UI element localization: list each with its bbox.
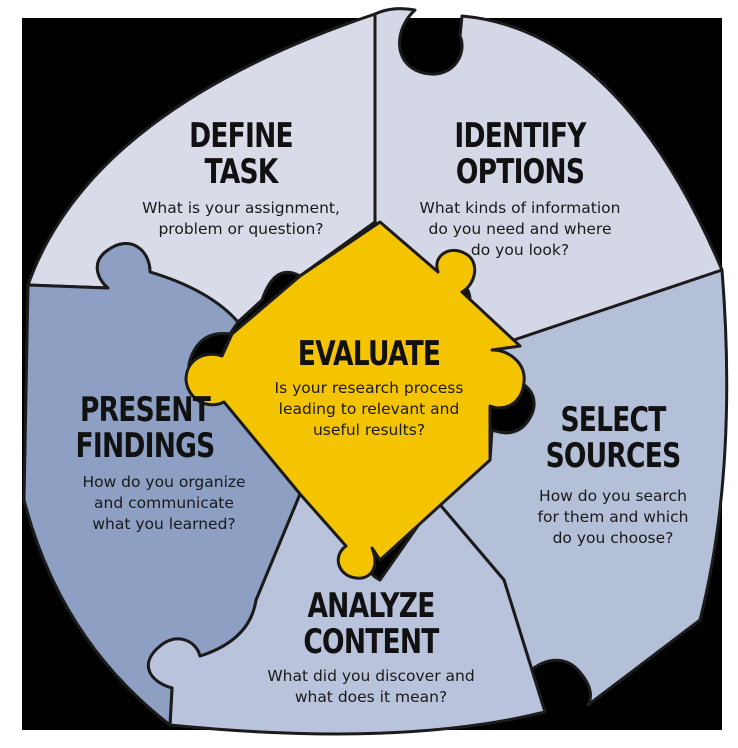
analyze-content-title: ANALYZE CONTENT xyxy=(258,588,484,660)
analyze-content-description-line: What did you discover and xyxy=(267,667,475,685)
identify-options-label: IDENTIFY OPTIONS What kinds of informati… xyxy=(380,118,660,261)
identify-options-description: What kinds of information do you need an… xyxy=(380,198,660,261)
analyze-content-label: ANALYZE CONTENT What did you discover an… xyxy=(226,588,516,708)
select-sources-title-line: SELECT xyxy=(560,400,666,440)
evaluate-description-line: useful results? xyxy=(312,421,426,439)
select-sources-title-line: SOURCES xyxy=(545,436,682,476)
evaluate-label: EVALUATE Is your research process leadin… xyxy=(244,336,494,441)
present-findings-label: PRESENT FINDINGS How do you organize and… xyxy=(30,392,260,535)
define-task-title: DEFINE TASK xyxy=(128,118,354,190)
present-findings-title: PRESENT FINDINGS xyxy=(55,392,234,464)
select-sources-description-line: do you choose? xyxy=(552,529,674,547)
define-task-title-line: DEFINE xyxy=(189,116,294,156)
select-sources-description-line: How do you search xyxy=(539,487,687,505)
select-sources-label: SELECT SOURCES How do you search for the… xyxy=(500,402,726,549)
evaluate-description-line: leading to relevant and xyxy=(278,400,460,418)
identify-options-title: IDENTIFY OPTIONS xyxy=(411,118,629,190)
analyze-content-description: What did you discover and what does it m… xyxy=(226,666,516,708)
identify-options-title-line: IDENTIFY xyxy=(454,116,586,156)
identify-options-description-line: do you need and where xyxy=(428,220,612,238)
analyze-content-description-line: what does it mean? xyxy=(294,688,448,706)
present-findings-title-line: PRESENT xyxy=(79,390,211,430)
evaluate-title-line: EVALUATE xyxy=(297,334,441,374)
present-findings-description-line: and communicate xyxy=(94,494,234,512)
evaluate-piece xyxy=(184,220,526,580)
identify-options-title-line: OPTIONS xyxy=(455,152,585,192)
evaluate-description-line: Is your research process xyxy=(274,379,464,397)
present-findings-description-line: what you learned? xyxy=(92,515,236,533)
define-task-label: DEFINE TASK What is your assignment, pro… xyxy=(96,118,386,240)
evaluate-description: Is your research process leading to rele… xyxy=(244,378,494,441)
analyze-content-title-line: ANALYZE xyxy=(307,586,435,626)
select-sources-description: How do you search for them and which do … xyxy=(500,486,726,549)
select-sources-description-line: for them and which xyxy=(537,508,689,526)
define-task-description-line: What is your assignment, xyxy=(142,199,340,217)
define-task-description-line: problem or question? xyxy=(158,220,324,238)
analyze-content-title-line: CONTENT xyxy=(303,622,439,662)
evaluate-title: EVALUATE xyxy=(272,336,467,372)
present-findings-title-line: FINDINGS xyxy=(75,426,216,466)
identify-options-description-line: What kinds of information xyxy=(419,199,621,217)
define-task-title-line: TASK xyxy=(204,152,278,192)
select-sources-title: SELECT SOURCES xyxy=(525,402,701,474)
present-findings-description: How do you organize and communicate what… xyxy=(68,472,260,535)
present-findings-description-line: How do you organize xyxy=(82,473,246,491)
define-task-description: What is your assignment, problem or ques… xyxy=(96,198,386,240)
identify-options-description-line: do you look? xyxy=(470,241,570,259)
